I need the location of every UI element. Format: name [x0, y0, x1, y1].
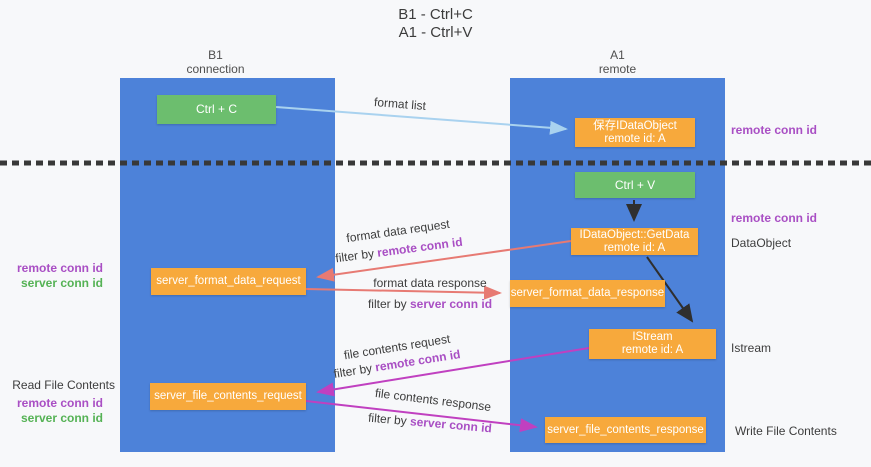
getdata-box: IDataObject::GetData remote id: A [571, 228, 698, 255]
format-data-response-label: format data response [373, 276, 487, 290]
save-dataobject-line2: remote id: A [604, 132, 666, 145]
right-column-name: A1 [610, 48, 625, 62]
istream-box: IStream remote id: A [589, 329, 716, 359]
dataobject-label: DataObject [731, 236, 792, 250]
diagram-title: B1 - Ctrl+C A1 - Ctrl+V [0, 6, 871, 42]
istream-side-label: Istream [731, 341, 772, 355]
istream-line1: IStream [632, 331, 673, 343]
read-file-contents-label: Read File Contents [12, 378, 115, 392]
left-column-name: B1 [208, 48, 223, 62]
server-conn-id-label-left: server conn id [20, 276, 103, 290]
server-format-data-response-box: server_format_data_response [510, 280, 665, 307]
istream-line2: remote id: A [621, 344, 684, 356]
remote-conn-id-label-mid: remote conn id [731, 211, 818, 225]
server-file-contents-response-box: server_file_contents_response [545, 417, 706, 443]
right-column-header: A1 remote [510, 48, 725, 76]
format-data-request-arrow [316, 240, 572, 282]
format-list-arrow [275, 106, 568, 135]
getdata-line2: remote id: A [603, 241, 666, 254]
format-data-response-arrow [305, 285, 502, 300]
left-conn-id-labels-top: remote conn id server conn id [0, 261, 103, 291]
left-column-header: B1 connection [108, 48, 323, 76]
server-conn-id-text: server conn id [410, 297, 493, 311]
title-line1: B1 - Ctrl+C [398, 6, 473, 23]
title-line2: A1 - Ctrl+V [398, 24, 473, 41]
server-format-data-request-box: server_format_data_request [151, 268, 306, 295]
ctrl-c-box: Ctrl + C [157, 95, 276, 124]
getdata-to-istream-arrow [646, 256, 694, 323]
left-column-role: connection [186, 62, 245, 76]
save-dataobject-line1: 保存IDataObject [593, 119, 677, 132]
remote-conn-id-label-left2: remote conn id [16, 396, 103, 410]
remote-conn-id-label-top: remote conn id [731, 123, 818, 137]
server-file-contents-request-box: server_file_contents_request [150, 383, 306, 410]
file-contents-response-arrow [305, 400, 538, 433]
getdata-line1: IDataObject::GetData [579, 228, 690, 241]
server-conn-id-label-left2: server conn id [20, 411, 103, 425]
format-data-response-filter-label: filter by server conn id [368, 297, 492, 311]
write-file-contents-label: Write File Contents [735, 424, 837, 438]
ctrl-v-box: Ctrl + V [575, 172, 695, 198]
filter-by-text: filter by [367, 297, 407, 311]
remote-conn-id-label-left: remote conn id [16, 261, 103, 275]
save-dataobject-box: 保存IDataObject remote id: A [575, 118, 695, 147]
left-conn-id-labels-bottom: remote conn id server conn id [0, 396, 103, 426]
file-contents-request-arrow [316, 347, 590, 397]
right-column-role: remote [598, 62, 637, 76]
